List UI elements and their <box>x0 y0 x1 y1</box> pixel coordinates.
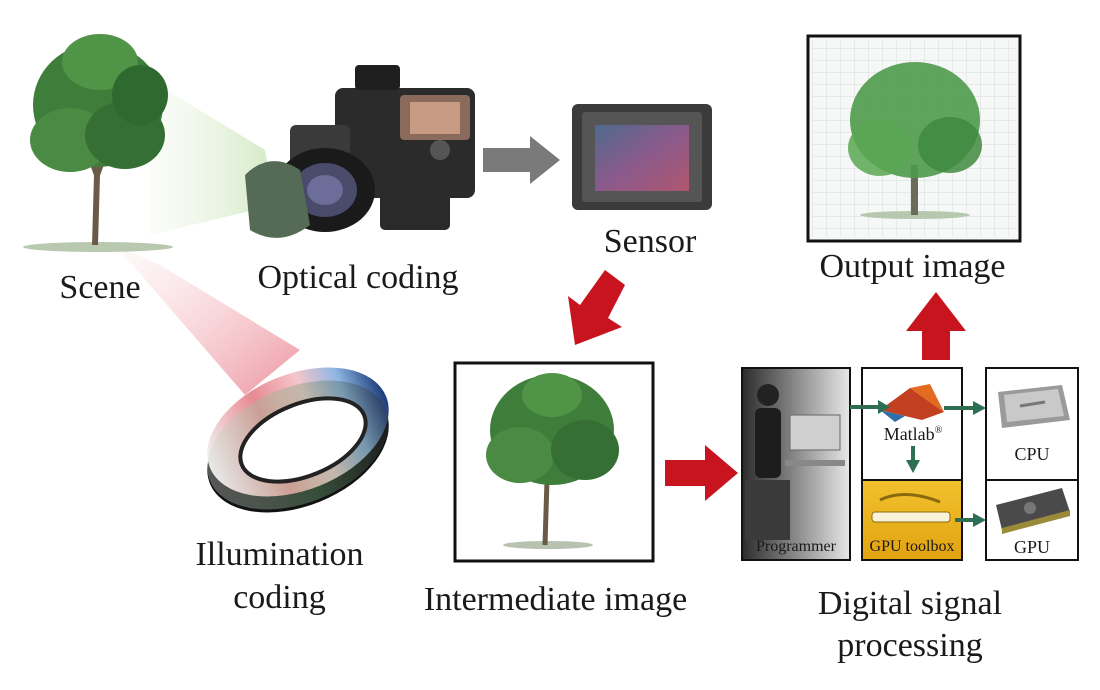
red-light-beam <box>115 245 300 395</box>
red-arrow-sensor-to-intermediate <box>568 270 625 345</box>
intermediate-image-label: Intermediate image <box>423 581 688 618</box>
matlab-logo-icon <box>880 384 944 422</box>
optical-coding-label: Optical coding <box>257 259 459 296</box>
output-image-panel <box>806 34 1022 243</box>
illumination-coding-label-line1: Illumination <box>195 536 364 573</box>
sensor-label: Sensor <box>603 223 697 260</box>
programmer-label: Programmer <box>756 538 836 555</box>
gpu-card-icon <box>996 488 1070 534</box>
cpu-label: CPU <box>1014 444 1050 464</box>
ring-light-icon <box>207 367 389 513</box>
scene-label: Scene <box>59 269 141 306</box>
dsp-composite <box>741 367 1079 561</box>
programmer-photo-icon <box>745 384 845 540</box>
red-arrow-up-to-output <box>906 292 966 360</box>
camera-icon <box>245 65 475 238</box>
matlab-text: Matlab <box>883 424 935 444</box>
sensor-chip-icon <box>572 104 712 210</box>
illumination-coding-label-line2: coding <box>233 579 326 616</box>
cpu-chip-icon <box>998 385 1070 428</box>
dsp-label-line2: processing <box>837 627 983 664</box>
matlab-registered-mark: ® <box>934 425 943 436</box>
gray-arrow <box>483 136 560 184</box>
matlab-label: Matlab® <box>866 424 960 445</box>
output-image-label: Output image <box>819 248 1006 285</box>
green-connectors <box>850 400 986 527</box>
green-light-beam <box>150 80 275 235</box>
intermediate-image-panel <box>453 361 655 563</box>
gpu-toolbox-label: GPU toolbox <box>869 538 955 555</box>
scene-tree-icon <box>23 34 173 252</box>
dsp-label-line1: Digital signal <box>817 585 1003 622</box>
red-arrow-intermediate-to-dsp <box>665 445 738 501</box>
gpu-label: GPU <box>1013 537 1050 557</box>
